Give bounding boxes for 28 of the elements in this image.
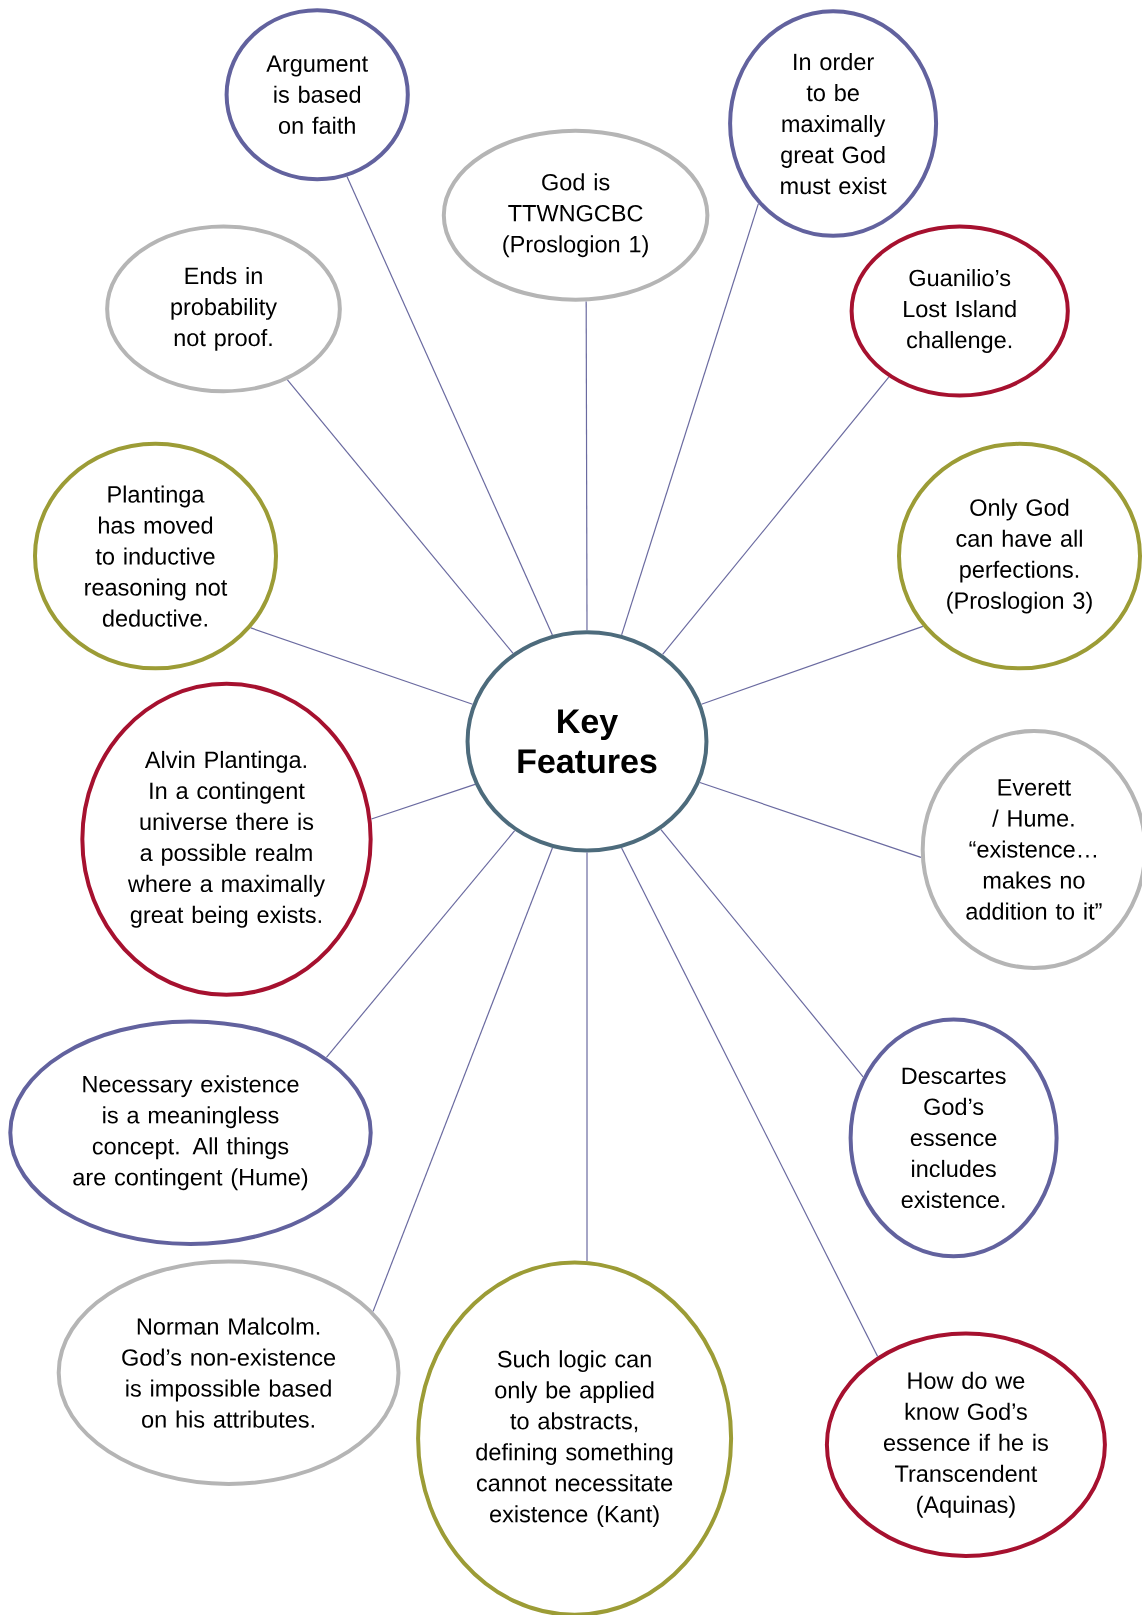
idea-bubble: In order to be maximally great God must exist (728, 9, 939, 238)
idea-bubble: Alvin Plantinga. In a contingent universe there is a possible realm where a maximally great being exists. (80, 681, 373, 997)
idea-bubble: Plantinga has moved to inductive reasoning not deductive. (33, 441, 278, 671)
connector-line (372, 847, 553, 1312)
connector-line (586, 851, 588, 1262)
idea-bubble: God is TTWNGCBC (Proslogion 1) (441, 128, 710, 302)
connector-line (325, 830, 516, 1058)
connector-line (250, 627, 474, 705)
idea-bubble: Descartes God’s essence includes existence. (848, 1017, 1059, 1259)
connector-line (699, 781, 922, 858)
idea-bubble: Argument is based on faith (224, 8, 410, 182)
connector-line (370, 783, 476, 820)
connector-line (660, 828, 864, 1078)
connector-line (286, 379, 514, 654)
connector-line (621, 203, 759, 636)
connector-line (621, 847, 879, 1358)
idea-bubble: Norman Malcolm. God’s non-existence is impossible based on his attributes. (56, 1259, 401, 1486)
idea-bubble: Only God can have all perfections. (Proslogion 3) (897, 441, 1142, 671)
idea-bubble: Such logic can only be applied to abstracts, defining something cannot necessitate existence (Kant) (416, 1260, 734, 1615)
connector-line (662, 376, 890, 656)
connector-line (585, 300, 588, 631)
idea-bubble: Guanilio’s Lost Island challenge. (849, 224, 1070, 398)
idea-bubble: Everett / Hume. “existence… makes no addition to it” (920, 729, 1142, 970)
idea-bubble: How do we know God’s essence if he is Transcendent (Aquinas) (824, 1331, 1107, 1558)
connector-line (700, 625, 924, 705)
idea-bubble: Ends in probability not proof. (105, 224, 342, 394)
idea-bubble: Necessary existence is a meaningless concept. All things are contingent (Hume) (8, 1019, 373, 1246)
connector-line (346, 175, 553, 636)
